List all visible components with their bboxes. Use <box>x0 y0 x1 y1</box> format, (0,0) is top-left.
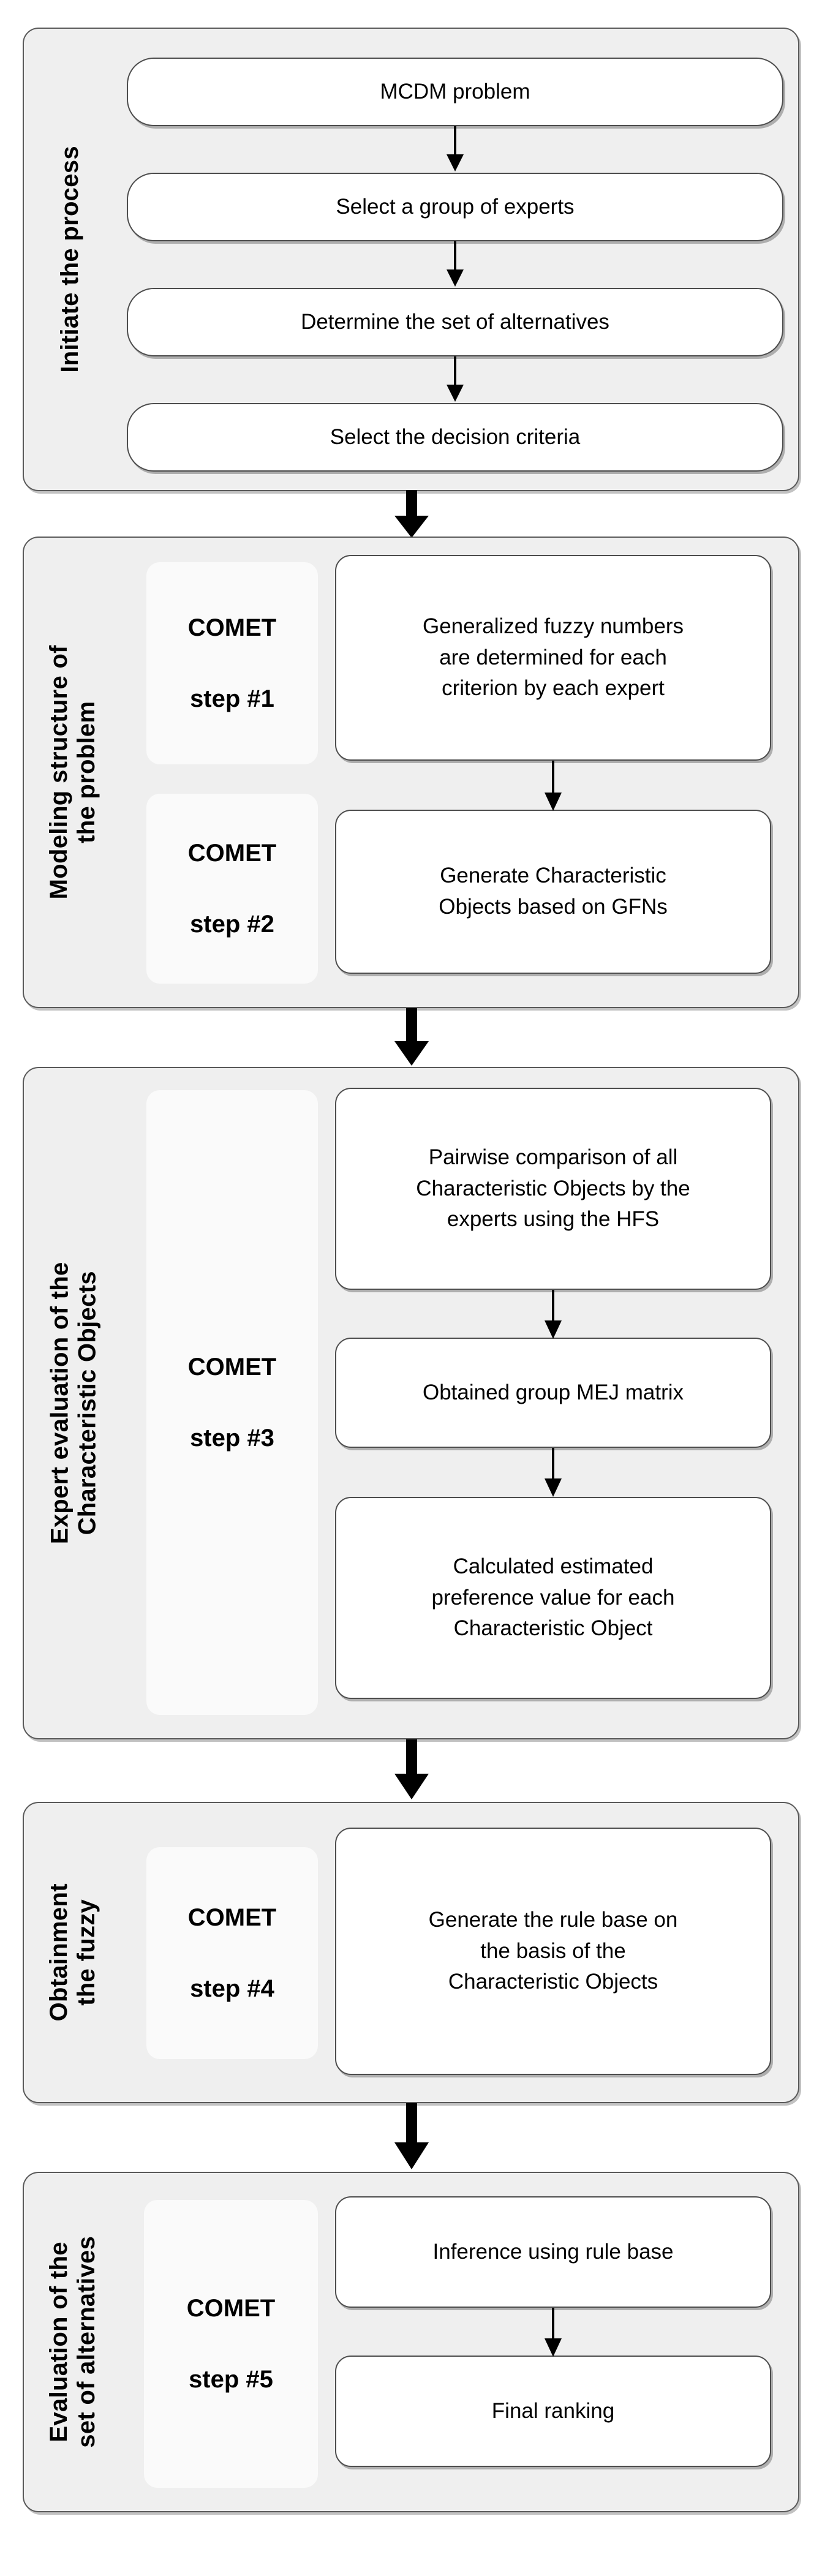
node-generate-rule-base-text: Generate the rule base on the basis of t… <box>428 1907 678 1994</box>
arrow-experts-to-alternatives <box>444 241 466 288</box>
connector-expert-evaluation-to-obtainment <box>392 1739 431 1801</box>
node-inference-using-rule-base: Inference using rule base <box>335 2196 771 2308</box>
lane-label-evaluation-text: Evaluation of the set of alternatives <box>45 2236 100 2448</box>
node-select-criteria-text: Select the decision criteria <box>330 424 581 449</box>
node-obtained-mej-matrix-text: Obtained group MEJ matrix <box>422 1380 684 1404</box>
node-generate-characteristic-objects-text: Generate Characteristic Objects based on… <box>439 864 668 919</box>
section-panel-expert-evaluation: Expert evaluation of the Characteristic … <box>23 1067 799 1739</box>
node-final-ranking-text: Final ranking <box>491 2398 615 2423</box>
node-generalized-fuzzy-numbers-text: Generalized fuzzy numbers are determined… <box>422 614 684 701</box>
step-box-comet-2-text: COMET step #2 <box>187 840 277 938</box>
arrow-alternatives-to-criteria <box>444 356 466 403</box>
node-final-ranking: Final ranking <box>335 2356 771 2467</box>
node-select-criteria: Select the decision criteria <box>127 403 783 472</box>
connector-obtainment-to-evaluation <box>392 2103 431 2171</box>
arrow-gfn-to-co <box>542 761 564 812</box>
node-obtained-mej-matrix: Obtained group MEJ matrix <box>335 1338 771 1448</box>
lane-label-initiate-text: Initiate the process <box>56 146 83 373</box>
arrow-pairwise-to-mej <box>542 1290 564 1340</box>
step-box-comet-3-text: COMET step #3 <box>187 1354 277 1452</box>
section-panel-modeling: Modeling structure of the problem COMET … <box>23 537 799 1008</box>
node-generalized-fuzzy-numbers: Generalized fuzzy numbers are determined… <box>335 555 771 761</box>
node-determine-alternatives-text: Determine the set of alternatives <box>301 309 609 334</box>
arrow-mcdm-to-experts <box>444 126 466 173</box>
step-box-comet-5: COMET step #5 <box>144 2200 318 2488</box>
node-mcdm-problem-text: MCDM problem <box>380 79 530 104</box>
lane-label-obtainment: Obtainment the fuzzy <box>24 1803 122 2102</box>
lane-label-modeling-text: Modeling structure of the problem <box>45 645 100 900</box>
node-select-experts: Select a group of experts <box>127 173 783 241</box>
node-mcdm-problem: MCDM problem <box>127 58 783 126</box>
node-calculated-preference-value-text: Calculated estimated preference value fo… <box>431 1554 675 1641</box>
lane-label-expert-evaluation-text: Expert evaluation of the Characteristic … <box>46 1262 100 1545</box>
section-panel-obtainment: Obtainment the fuzzy COMET step #4 Gener… <box>23 1802 799 2103</box>
step-box-comet-5-text: COMET step #5 <box>186 2295 276 2393</box>
lane-label-modeling: Modeling structure of the problem <box>24 538 122 1007</box>
arrow-inference-to-final-ranking <box>542 2308 564 2358</box>
node-determine-alternatives: Determine the set of alternatives <box>127 288 783 356</box>
step-box-comet-3: COMET step #3 <box>146 1090 318 1715</box>
arrow-mej-to-preference <box>542 1448 564 1498</box>
step-box-comet-4-text: COMET step #4 <box>187 1904 277 2002</box>
lane-label-evaluation: Evaluation of the set of alternatives <box>24 2173 122 2511</box>
section-panel-initiate: Initiate the process MCDM problem Select… <box>23 28 799 491</box>
section-panel-evaluation: Evaluation of the set of alternatives CO… <box>23 2172 799 2512</box>
node-select-experts-text: Select a group of experts <box>336 194 575 219</box>
lane-label-obtainment-text: Obtainment the fuzzy <box>45 1883 100 2022</box>
lane-label-initiate: Initiate the process <box>24 29 116 490</box>
lane-label-expert-evaluation: Expert evaluation of the Characteristic … <box>24 1068 123 1738</box>
node-generate-rule-base: Generate the rule base on the basis of t… <box>335 1828 771 2075</box>
step-box-comet-1: COMET step #1 <box>146 562 318 764</box>
node-pairwise-comparison: Pairwise comparison of all Characteristi… <box>335 1088 771 1290</box>
node-generate-characteristic-objects: Generate Characteristic Objects based on… <box>335 810 771 974</box>
step-box-comet-4: COMET step #4 <box>146 1847 318 2059</box>
connector-initiate-to-modeling <box>392 490 431 539</box>
node-calculated-preference-value: Calculated estimated preference value fo… <box>335 1497 771 1699</box>
step-box-comet-2: COMET step #2 <box>146 794 318 984</box>
node-pairwise-comparison-text: Pairwise comparison of all Characteristi… <box>416 1145 690 1232</box>
connector-modeling-to-expert-evaluation <box>392 1008 431 1067</box>
step-box-comet-1-text: COMET step #1 <box>187 614 277 712</box>
node-inference-using-rule-base-text: Inference using rule base <box>432 2239 674 2264</box>
